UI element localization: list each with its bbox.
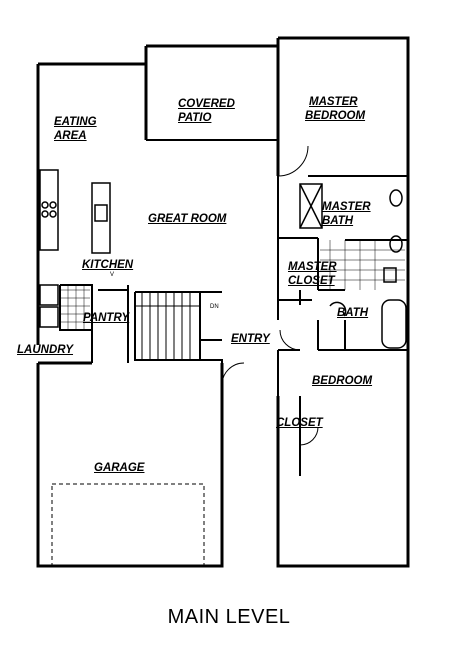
garage-label: GARAGE (94, 462, 145, 474)
doors (221, 145, 319, 446)
stair-direction-mark: DN (210, 304, 219, 310)
entry-label: ENTRY (231, 333, 270, 345)
interior-walls (59, 139, 408, 476)
tile-grid (60, 240, 405, 330)
eating-area-label: EATING AREA (54, 116, 97, 142)
closet-label: CLOSET (276, 417, 323, 429)
covered-patio-label: COVERED PATIO (178, 98, 235, 124)
laundry-appliances (39, 284, 59, 328)
bath-fixtures (299, 183, 407, 349)
kitchen-label: KITCHEN (82, 259, 134, 271)
stairs (135, 292, 200, 360)
level-caption: MAIN LEVEL (167, 606, 291, 628)
master-bath-label: MASTER BATH (322, 201, 371, 227)
great-room-label: GREAT ROOM (148, 213, 227, 225)
kitchen-island (39, 169, 111, 254)
pantry-label: PANTRY (83, 312, 130, 324)
bedroom-label: BEDROOM (312, 375, 373, 387)
master-bedroom-label: MASTER BEDROOM (305, 96, 366, 122)
fridge-mark: V (110, 272, 115, 278)
master-closet-label: MASTER CLOSET (288, 261, 337, 287)
laundry-label: LAUNDRY (17, 344, 74, 356)
garage-door (51, 483, 205, 567)
bath-label: BATH (337, 307, 369, 319)
